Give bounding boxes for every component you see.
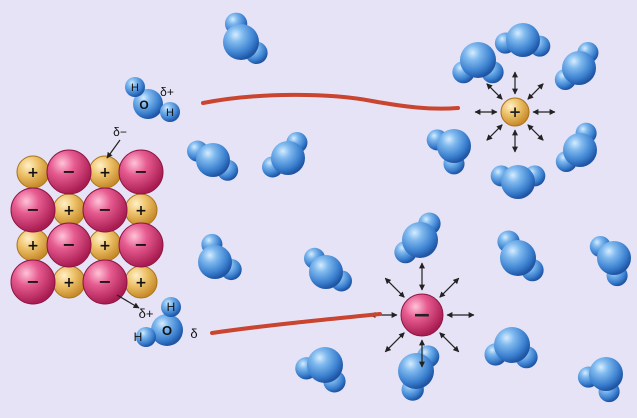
water-molecule-icon — [187, 141, 238, 181]
anion-icon: − — [47, 150, 91, 194]
water-molecule-icon — [556, 123, 597, 172]
hydration-arrow — [528, 84, 544, 100]
hydrated-anion: − — [401, 294, 443, 336]
anion-icon: − — [11, 188, 55, 232]
water-molecule-icon — [398, 345, 439, 400]
hydration-arrow — [528, 125, 544, 141]
lower-atom-o: O — [162, 323, 172, 338]
anion-icon: − — [119, 150, 163, 194]
upper-atom-h-right: H — [166, 107, 174, 119]
water-molecule-icon — [394, 212, 440, 263]
water-molecule-icon — [198, 234, 242, 280]
upper-atom-h-top: H — [131, 82, 139, 94]
cation-icon: + — [53, 194, 85, 226]
cation-sign: + — [509, 103, 522, 121]
cation-icon: + — [125, 266, 157, 298]
water-molecule-icon — [452, 42, 503, 83]
water-molecule-icon — [262, 132, 307, 177]
anion-icon: − — [47, 223, 91, 267]
cation-sign: + — [135, 203, 147, 219]
water-molecules — [187, 13, 631, 403]
water-molecule-icon — [427, 129, 471, 174]
anion-sign: − — [134, 162, 147, 181]
lower-delta-minus: δ — [190, 326, 197, 341]
water-molecule-icon — [578, 357, 623, 402]
water-molecule-icon — [484, 327, 537, 368]
water-molecule-icon — [497, 230, 543, 281]
hydration-arrow — [440, 278, 459, 297]
anion-sign: − — [62, 162, 75, 181]
cation-icon: + — [17, 156, 49, 188]
upper-transition-arrow — [203, 95, 458, 109]
anion-sign: − — [98, 200, 111, 219]
labeled-water-lower: H O H δ+ δ — [117, 295, 198, 347]
hydration-arrow — [440, 333, 459, 352]
anion-sign: − — [26, 200, 39, 219]
anion-icon: − — [119, 223, 163, 267]
hydration-arrow — [385, 278, 404, 297]
hydration-arrow — [487, 125, 503, 141]
cation-icon: + — [53, 266, 85, 298]
upper-pointer — [107, 140, 120, 158]
hydration-arrow — [487, 84, 503, 100]
upper-atom-o: O — [139, 98, 148, 112]
water-molecule-icon — [491, 165, 546, 199]
anion-sign: − — [134, 235, 147, 254]
lower-atom-h-top: H — [167, 300, 176, 314]
upper-delta-plus: δ+ — [160, 85, 174, 99]
hydration-arrow — [385, 333, 404, 352]
anion-icon: − — [83, 188, 127, 232]
cation-sign: + — [99, 165, 111, 181]
cation-icon: + — [89, 229, 121, 261]
anion-sign: − — [98, 272, 111, 291]
cation-sign: + — [99, 238, 111, 254]
ionic-crystal-lattice: + + + + + + + + − − − − − − − − — [11, 150, 163, 304]
cation-icon: + — [17, 229, 49, 261]
anion-sign: − — [413, 303, 431, 328]
lower-atom-h-left: H — [134, 330, 143, 344]
labeled-water-upper: H O H δ+ δ− — [107, 77, 180, 158]
hydrated-cation: + — [501, 98, 529, 126]
cation-icon: + — [125, 194, 157, 226]
cation-sign: + — [63, 275, 75, 291]
lower-delta-plus: δ+ — [139, 306, 154, 321]
cation-sign: + — [27, 238, 39, 254]
water-molecule-icon — [555, 42, 599, 90]
cation-sign: + — [63, 203, 75, 219]
water-molecule-icon — [295, 347, 345, 393]
cation-sign: + — [135, 275, 147, 291]
water-molecule-icon — [590, 236, 631, 286]
anion-sign: − — [62, 235, 75, 254]
water-molecule-icon — [495, 23, 550, 57]
anion-icon: − — [11, 260, 55, 304]
cation-icon: + — [89, 156, 121, 188]
water-molecule-icon — [304, 248, 352, 292]
cation-sign: + — [27, 165, 39, 181]
anion-sign: − — [26, 272, 39, 291]
upper-delta-minus: δ− — [113, 125, 127, 139]
water-molecule-icon — [223, 13, 268, 64]
lower-transition-arrow — [212, 314, 380, 333]
